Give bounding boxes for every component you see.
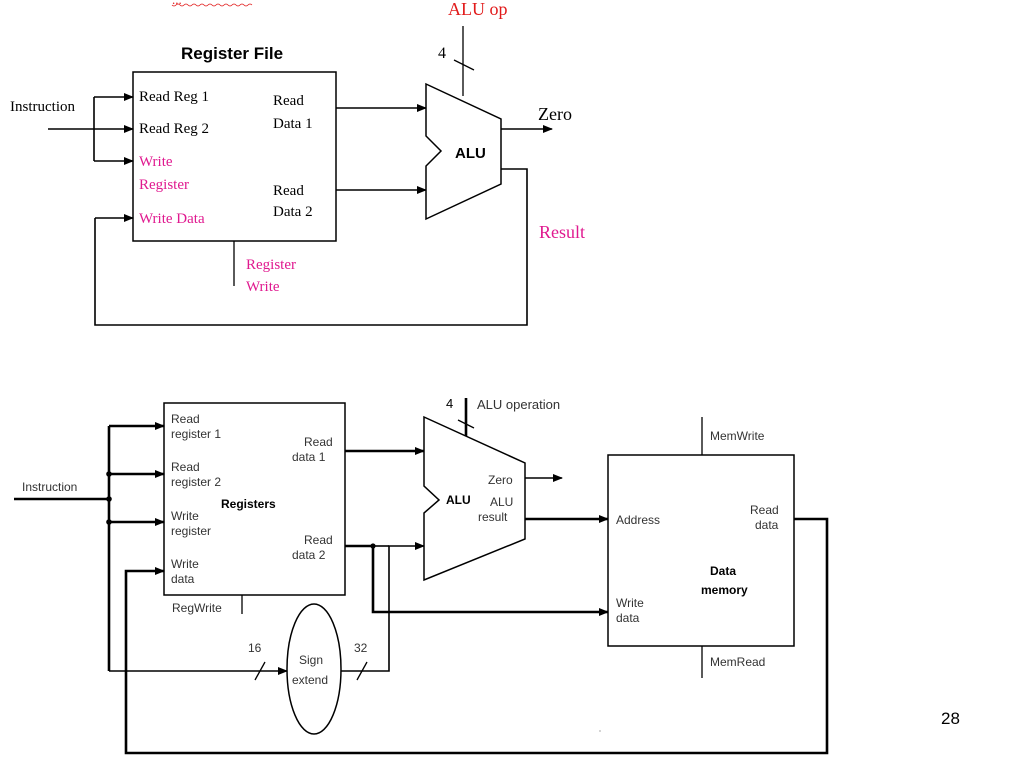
slide-number: 28	[941, 709, 960, 728]
sign-extend-label-1: Sign	[299, 653, 323, 667]
bus-width-32: 32	[354, 641, 368, 655]
write-data-label-2: data	[171, 572, 195, 586]
read-data-2-label-1: Read	[304, 533, 333, 547]
sign-extend-unit	[286, 603, 342, 735]
register-file-title: Register File	[181, 44, 283, 63]
write-register-label-1: Write	[139, 154, 173, 170]
read-data-2-label-1: Read	[273, 183, 304, 199]
instruction-junction-2	[106, 496, 112, 502]
instruction-label: Instruction	[22, 480, 77, 494]
mem-read-data-label-1: Read	[750, 503, 779, 517]
result-label: Result	[539, 222, 585, 242]
bus-width-16: 16	[248, 641, 262, 655]
read-data-1-label-2: Data 1	[273, 116, 313, 132]
read-register-1-label-1: Read	[171, 412, 200, 426]
alu-result-label-1: ALU	[490, 495, 513, 509]
instruction-label: Instruction	[10, 99, 75, 115]
header-partial-text: ...	[172, 0, 182, 7]
read-data-2-wire	[345, 544, 609, 616]
registers-title: Registers	[221, 497, 276, 511]
sign-extend-output-wire	[341, 542, 425, 672]
read-data-2-label-2: data 2	[292, 548, 326, 562]
read-data-2-junction	[370, 543, 376, 549]
alu-operation-bus-slash	[457, 419, 475, 429]
mem-read-data-feedback-wire	[124, 517, 829, 755]
write-data-label-1: Write	[171, 557, 199, 571]
read-register-1-label-2: register 1	[171, 427, 221, 441]
header-squiggle	[171, 3, 253, 7]
bottom-diagram: 4 ALU operation Read register 1 Read reg…	[14, 396, 829, 755]
register-write-label-2: Write	[246, 279, 280, 295]
read-register-2-label-2: register 2	[171, 475, 221, 489]
read-data-1-label-1: Read	[273, 93, 304, 109]
read-data-2-label-2: Data 2	[273, 204, 313, 220]
mem-write-data-label-2: data	[616, 611, 640, 625]
memread-label: MemRead	[710, 655, 765, 669]
read-reg-1-label: Read Reg 1	[139, 89, 209, 105]
read-data-1-label-2: data 1	[292, 450, 326, 464]
sign-extend-bus-slash	[356, 661, 368, 681]
bottom-alu-label: ALU	[446, 493, 471, 507]
top-alu-label: ALU	[455, 145, 486, 162]
read-data-1-label-1: Read	[304, 435, 333, 449]
bottom-zero-label: Zero	[488, 473, 513, 487]
mem-write-data-label-1: Write	[616, 596, 644, 610]
result-feedback-wire	[94, 168, 528, 326]
mem-read-data-label-2: data	[755, 518, 779, 532]
data-memory-label-2: memory	[701, 583, 748, 597]
write-register-label-1: Write	[171, 509, 199, 523]
alu-operation-label: ALU operation	[477, 397, 560, 412]
read-reg-2-label: Read Reg 2	[139, 121, 209, 137]
memwrite-label: MemWrite	[710, 429, 765, 443]
data-memory-box	[607, 454, 795, 647]
sign-extend-label-2: extend	[292, 673, 328, 687]
alu-result-label-2: result	[478, 510, 508, 524]
alu-op-bus-slash	[453, 59, 475, 71]
alu-op-bus-width: 4	[438, 45, 446, 62]
scan-artifact	[599, 730, 601, 732]
regwrite-label: RegWrite	[172, 601, 222, 615]
write-register-label-2: register	[171, 524, 211, 538]
bottom-alu-shape	[423, 415, 526, 582]
register-write-label-1: Register	[246, 257, 296, 273]
write-data-label: Write Data	[139, 211, 205, 227]
write-register-label-2: Register	[139, 177, 189, 193]
alu-op-label: ALU op	[448, 0, 508, 19]
address-label: Address	[616, 513, 660, 527]
data-memory-label-1: Data	[710, 564, 736, 578]
register-file-box	[132, 71, 337, 242]
alu-operation-bus-width: 4	[446, 396, 453, 411]
zero-label: Zero	[538, 104, 572, 124]
top-diagram: ... ALU op 4 Register File Instruction R…	[10, 0, 585, 326]
read-register-2-label-1: Read	[171, 460, 200, 474]
immediate-bus-slash	[254, 661, 266, 681]
top-alu-shape	[425, 82, 502, 221]
registers-box	[163, 402, 346, 596]
